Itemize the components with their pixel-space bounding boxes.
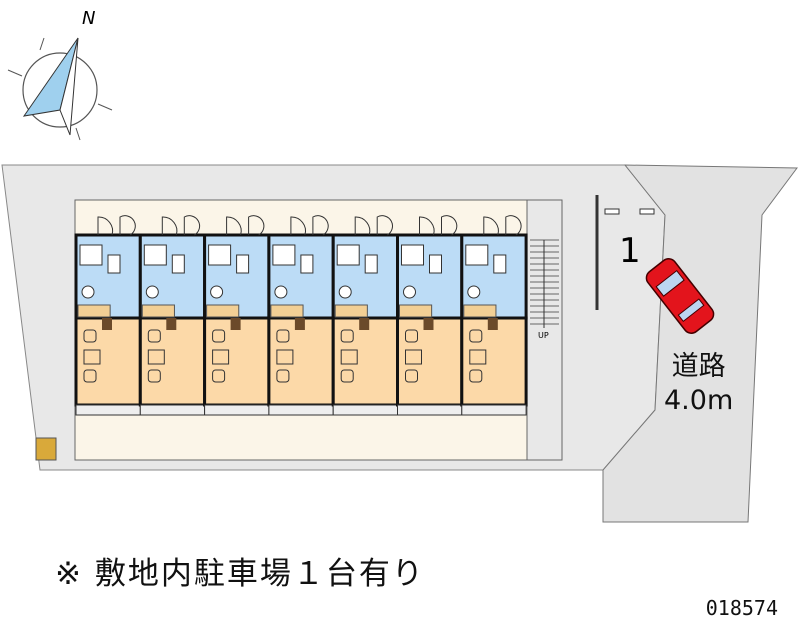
apartment-unit bbox=[74, 215, 142, 416]
units bbox=[74, 215, 528, 416]
apartment-unit bbox=[331, 215, 400, 416]
planter-icon bbox=[35, 437, 57, 461]
apartment-unit bbox=[460, 215, 528, 416]
apartment-unit bbox=[138, 215, 207, 416]
apartment-unit bbox=[396, 215, 464, 416]
north-label: N bbox=[82, 8, 95, 29]
car-icon bbox=[645, 258, 715, 334]
property-code: 018574 bbox=[705, 596, 778, 620]
stairs bbox=[530, 239, 559, 328]
parking-space-number: 1 bbox=[619, 231, 641, 271]
road-label: 道路 4.0m bbox=[664, 350, 733, 418]
stairs-area bbox=[526, 199, 563, 461]
road-width: 4.0m bbox=[664, 385, 734, 416]
apartment-unit bbox=[267, 215, 335, 416]
apartment-unit bbox=[203, 215, 271, 416]
road-name: 道路 bbox=[671, 351, 726, 382]
parking-note: ※ 敷地内駐車場１台有り bbox=[55, 556, 425, 592]
stairs-up-label: UP bbox=[538, 331, 549, 340]
compass-icon: N bbox=[7, 8, 113, 141]
